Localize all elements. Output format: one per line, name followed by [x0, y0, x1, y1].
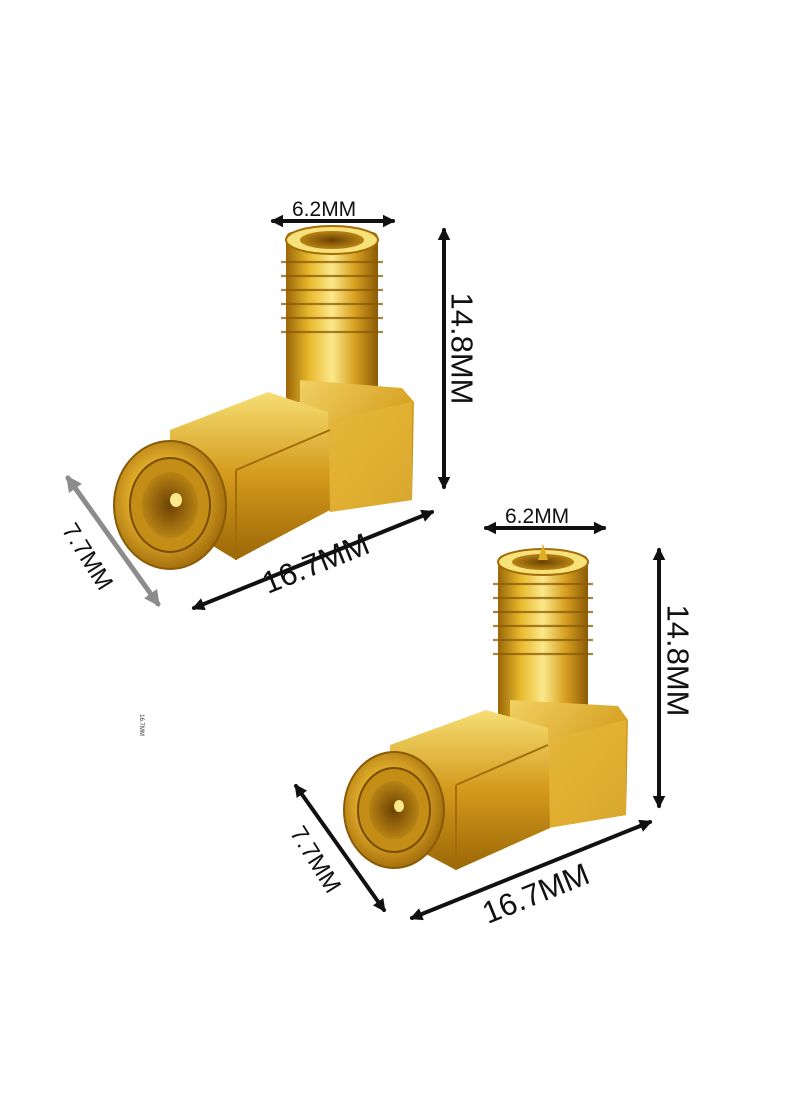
arrow-bottom-length: [409, 819, 653, 921]
bottom-connector: [343, 544, 628, 870]
top-width-label: 6.2MM: [292, 198, 357, 221]
stray-label: 16.7MM: [137, 714, 144, 736]
arrow-top-length: [191, 509, 435, 611]
arrow-top-diameter: [65, 475, 161, 607]
bottom-height-label: 14.8MM: [660, 604, 696, 717]
dimension-arrows: [65, 214, 666, 921]
top-height-label: 14.8MM: [444, 292, 480, 405]
top-connector: [113, 225, 414, 570]
arrow-bottom-diameter: [294, 783, 386, 913]
bottom-width-label: 6.2MM: [505, 505, 570, 528]
